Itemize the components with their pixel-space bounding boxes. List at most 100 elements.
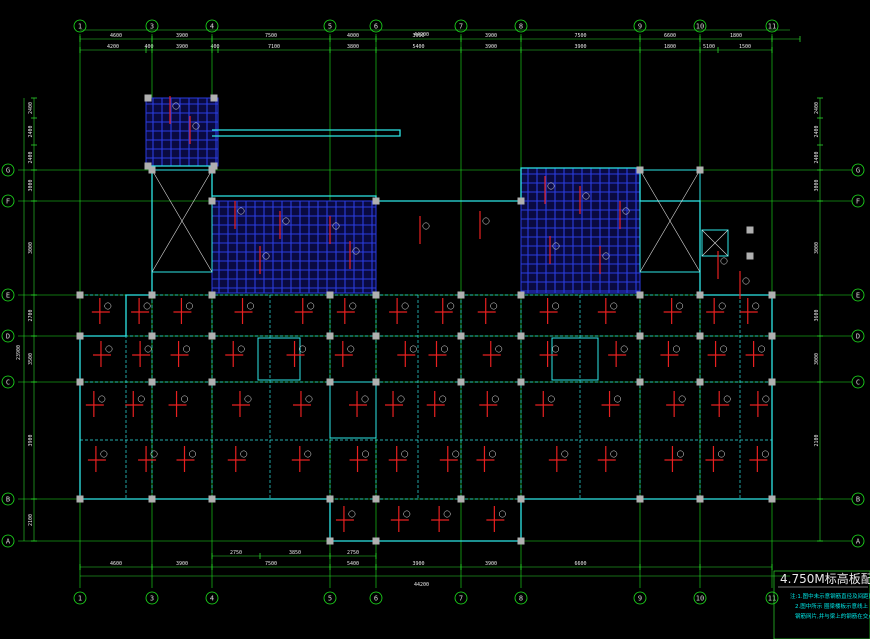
dim-right-text: 2400: [814, 151, 820, 163]
dim-top-1-text: 6600: [664, 33, 676, 39]
rebar-tag: [304, 450, 312, 458]
rebar-tag: [192, 122, 200, 130]
row-axis-label: E: [856, 292, 860, 300]
column: [768, 495, 776, 503]
column: [208, 291, 216, 299]
shaft-cross: [701, 229, 729, 257]
stairwell-cross: [151, 169, 213, 273]
rebar-tag: [100, 450, 108, 458]
column-axis-label: 10: [696, 23, 704, 31]
dim-right-text: 2100: [814, 434, 820, 446]
column: [696, 291, 704, 299]
drawing-title: 4.750M标高板配筋图: [780, 571, 870, 586]
rebar-tag: [552, 345, 560, 353]
axis-bubble: [1, 329, 15, 343]
dim-top-2-text: 400: [210, 44, 219, 50]
dim-top-1-text: 3900: [485, 33, 497, 39]
dim-top-2-text: 5100: [703, 44, 715, 50]
column: [636, 291, 644, 299]
column-axis-label: 10: [696, 595, 704, 603]
column-axis-label: 7: [459, 23, 463, 31]
rebar-tag: [552, 242, 560, 250]
dim-bottom-1-text: 3850: [289, 550, 301, 556]
dim-top-2-text: 400: [144, 44, 153, 50]
rebar-tag: [582, 192, 590, 200]
rebar-tag: [490, 302, 498, 310]
dim-top-2-text: 3800: [347, 44, 359, 50]
column: [208, 166, 216, 174]
rebar-tag: [676, 450, 684, 458]
column: [372, 537, 380, 545]
axis-bubble: [633, 591, 647, 605]
column: [517, 197, 525, 205]
axis-bubble: [145, 591, 159, 605]
axis-bubble: [454, 19, 468, 33]
dim-bottom-2-text: 3900: [176, 561, 188, 567]
column: [326, 332, 334, 340]
column: [746, 226, 754, 234]
column: [372, 495, 380, 503]
drawing-note-2: 2.图中所示 圈梁楼板示意线上: [795, 602, 868, 610]
rebar-tag: [761, 450, 769, 458]
rebar-tag: [403, 510, 411, 518]
column-axis-label: 5: [328, 23, 332, 31]
rebar-tag: [98, 395, 106, 403]
dim-top-2-text: 5400: [412, 44, 424, 50]
drawing-note-3: 钢筋网片,并与梁上的钢筋在交点: [795, 612, 870, 620]
column: [326, 495, 334, 503]
rebar-tag: [491, 395, 499, 403]
rebar-tag: [742, 277, 750, 285]
rebar-tag: [717, 450, 725, 458]
rebar-tag: [244, 395, 252, 403]
dim-left-text: 2400: [28, 151, 34, 163]
column: [148, 291, 156, 299]
column: [76, 495, 84, 503]
column: [746, 252, 754, 260]
column: [148, 166, 156, 174]
dim-right-text: 2400: [814, 102, 820, 114]
shaft: [701, 229, 729, 257]
rebar-tag: [361, 395, 369, 403]
row-axis-label: G: [856, 167, 860, 175]
rebar-tag: [237, 207, 245, 215]
stairwell-cross: [639, 169, 701, 273]
column: [696, 332, 704, 340]
column: [636, 378, 644, 386]
rebar-tag: [240, 450, 248, 458]
dim-left-text: 2100: [28, 514, 34, 526]
rebar-tag: [247, 302, 254, 310]
rebar-tag: [409, 345, 417, 353]
row-axis-label: C: [6, 379, 10, 387]
wall-outlines: [79, 129, 773, 542]
rebar-tag: [441, 345, 448, 353]
column: [148, 378, 156, 386]
column-axis-label: 6: [374, 23, 378, 31]
column: [372, 291, 380, 299]
axis-bubble: [851, 194, 865, 208]
row-axis-label: G: [6, 167, 10, 175]
dim-bottom-2-text: 6600: [574, 561, 586, 567]
opening: [329, 381, 377, 439]
column: [144, 94, 152, 102]
rebar-tag: [349, 302, 357, 310]
total-height-dim: 23900: [16, 345, 22, 360]
axis-bubble: [323, 591, 337, 605]
opening: [551, 337, 599, 381]
column: [76, 291, 84, 299]
column-axis-label: 11: [768, 23, 776, 31]
dim-left-text: 2400: [28, 102, 34, 114]
dim-left-text: 3500: [28, 353, 34, 365]
rebar-tag: [672, 345, 680, 353]
row-axis-label: B: [856, 496, 860, 504]
rebar-tag: [150, 450, 158, 458]
rebar-tag: [443, 510, 451, 518]
dim-bottom-2-text: 4600: [110, 561, 122, 567]
column: [326, 378, 334, 386]
axis-bubble: [205, 19, 219, 33]
column-axis-label: 1: [78, 23, 82, 31]
rebar-tag: [104, 302, 112, 310]
column: [636, 332, 644, 340]
dim-top-2-text: 7100: [268, 44, 280, 50]
column-axis-label: 9: [638, 595, 642, 603]
